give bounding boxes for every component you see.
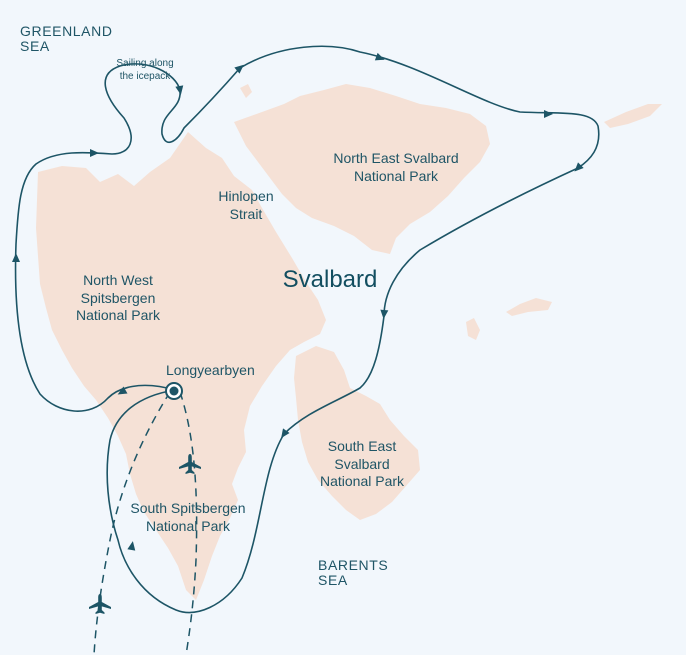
nordaustlandet-island xyxy=(234,84,490,254)
north-east-park-label: North East Svalbard National Park xyxy=(333,150,459,184)
kong-karls-land-west xyxy=(466,318,480,340)
cruise-route-line xyxy=(14,45,600,614)
svalbard-title: Svalbard xyxy=(282,266,378,293)
airplane-icon xyxy=(89,594,111,614)
route-arrow-icon xyxy=(117,386,128,395)
kong-karls-land-east xyxy=(506,298,552,316)
route-arrow-icon xyxy=(574,162,584,172)
route-arrow-icon xyxy=(175,85,184,95)
route-arrow-icon xyxy=(234,64,244,74)
greenland-sea-label: GREENLAND SEA xyxy=(20,23,113,54)
route-arrow-icon xyxy=(281,428,290,439)
route-arrow-icon xyxy=(374,52,385,61)
land-masses xyxy=(36,84,662,600)
edgeoya-island xyxy=(294,346,420,520)
flight-path-west xyxy=(93,391,171,655)
barents-sea-label: BARENTS SEA xyxy=(318,557,389,588)
route-arrow-icon xyxy=(127,541,136,551)
sailing-icepack-label: Sailing along the icepack xyxy=(116,58,174,82)
north-west-park-label: North West Spitsbergen National Park xyxy=(75,272,161,323)
hinlopen-strait-label: Hinlopen Strait xyxy=(218,188,274,222)
route-arrow-icon xyxy=(380,309,389,319)
airplane-icon xyxy=(179,454,201,474)
islet-north xyxy=(240,84,252,98)
kvitoya-island xyxy=(604,104,662,128)
route-arrow-icon xyxy=(544,110,553,118)
route-arrow-icon xyxy=(12,253,20,262)
port-marker-icon xyxy=(165,382,183,400)
longyearbyen-label: Longyearbyen xyxy=(166,362,255,378)
flight-path-south xyxy=(179,391,198,655)
route-arrow-icon xyxy=(90,149,99,157)
spitsbergen-island xyxy=(36,132,326,600)
south-east-park-label: South East Svalbard National Park xyxy=(319,438,405,489)
south-spitsbergen-park-label: South Spitsbergen National Park xyxy=(130,500,246,534)
